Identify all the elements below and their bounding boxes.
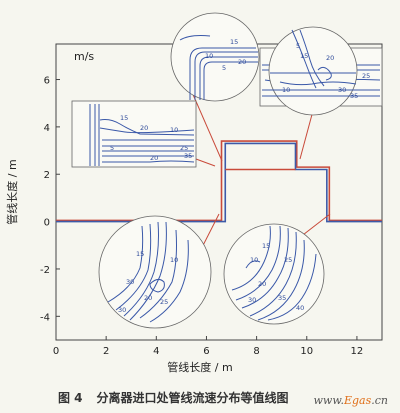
contour-label: 10 — [250, 256, 258, 264]
watermark-accent: Egas — [343, 394, 372, 407]
contour-label: 35 — [350, 92, 358, 100]
contour-label: 5 — [296, 42, 300, 50]
y-tick-label: 0 — [44, 218, 50, 229]
contour-label: 15 — [262, 242, 270, 250]
contour-label: 30 — [338, 86, 346, 94]
watermark: www.Egas.cn — [314, 394, 388, 407]
contour-label: 30 — [118, 306, 126, 314]
inset-circle-mid — [268, 26, 358, 116]
contour-label: 10 — [282, 86, 290, 94]
y-tick-label: -4 — [40, 312, 50, 323]
x-tick-label: 4 — [153, 346, 159, 357]
x-tick-label: 0 — [53, 346, 59, 357]
contour-label: 30 — [248, 296, 256, 304]
contour-label: 15 — [300, 52, 308, 60]
contour-label: 20 — [326, 54, 334, 62]
y-axis-label: 管线长度 / m — [5, 159, 19, 224]
contour-label: 10 — [170, 256, 178, 264]
contour-label: 20 — [258, 280, 266, 288]
contour-label: 25 — [362, 72, 370, 80]
inset-left — [71, 100, 197, 168]
contour-label: 25 — [160, 298, 168, 306]
x-tick-label: 10 — [300, 346, 313, 357]
pipeline-line-1 — [56, 142, 382, 223]
contour-label: 20 — [238, 58, 246, 66]
y-tick-label: 2 — [44, 170, 50, 181]
leader-line — [299, 106, 315, 160]
contour-label: 10 — [205, 52, 213, 60]
contour-label: 20 — [144, 294, 152, 302]
x-tick-label: 8 — [253, 346, 259, 357]
contour-label: 20 — [150, 154, 158, 162]
contour-label: 20 — [140, 124, 148, 132]
figure-number: 图 4 — [58, 391, 83, 405]
unit-label: m/s — [74, 50, 94, 63]
x-tick-label: 2 — [103, 346, 109, 357]
leader-line — [187, 82, 223, 162]
contour-label: 15 — [120, 114, 128, 122]
contour-label: 15 — [230, 38, 238, 46]
contour-label: 35 — [184, 152, 192, 160]
figure-caption: 图 4 分离器进口处管线流速分布等值线图 — [0, 389, 400, 406]
pipeline-series — [56, 140, 382, 223]
watermark-suffix: .cn — [371, 394, 388, 407]
contour-label: 25 — [284, 256, 292, 264]
x-tick-label: 12 — [351, 346, 364, 357]
inset-circle-br — [223, 223, 325, 325]
inset-circle-bl — [98, 215, 212, 329]
x-axis-label: 管线长度 / m — [167, 360, 232, 374]
contour-label: 25 — [180, 144, 188, 152]
caption-text: 分离器进口处管线流速分布等值线图 — [96, 391, 289, 405]
y-tick-label: -2 — [40, 265, 50, 276]
y-tick-label: 6 — [44, 76, 50, 87]
watermark-prefix: www. — [313, 394, 344, 407]
x-axis: 0 2 4 6 8 10 12 — [53, 336, 363, 357]
contour-label: 40 — [296, 304, 304, 312]
contour-label: 15 — [136, 250, 144, 258]
contour-label: 35 — [278, 294, 286, 302]
y-tick-label: 4 — [44, 123, 50, 134]
contour-label: 30 — [126, 278, 134, 286]
contour-label: 10 — [170, 126, 178, 134]
leader-line — [195, 158, 216, 167]
contour-label: 5 — [222, 64, 226, 72]
inset-circle-top — [170, 12, 260, 102]
contour-label: 5 — [110, 144, 114, 152]
x-tick-label: 6 — [203, 346, 209, 357]
pipeline-line-0 — [56, 140, 382, 222]
